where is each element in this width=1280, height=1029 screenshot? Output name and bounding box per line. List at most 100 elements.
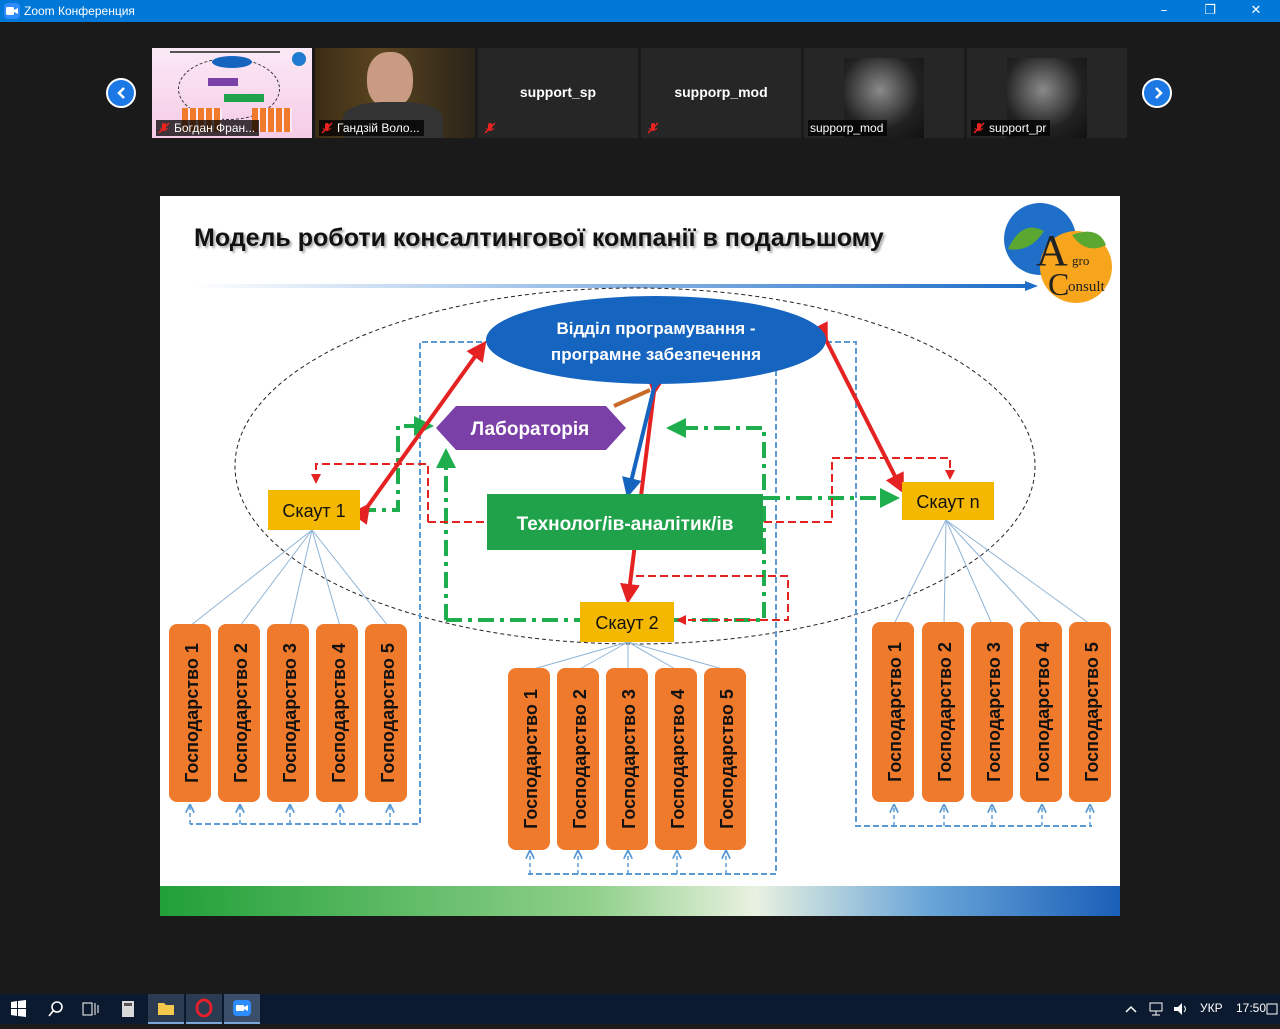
participant-tile[interactable]: support_pr — [967, 48, 1127, 138]
muted-mic-icon — [321, 122, 333, 134]
volume-icon[interactable] — [1172, 1001, 1190, 1017]
keyboard-language-indicator[interactable]: УКР — [1200, 1001, 1223, 1015]
participant-tile[interactable]: support_sp — [478, 48, 638, 138]
farm-node — [655, 668, 697, 850]
title-underline — [190, 281, 1038, 291]
svg-text:Господарство 4: Господарство 4 — [329, 643, 349, 783]
search-button[interactable] — [38, 994, 74, 1024]
participant-tile[interactable]: supporp_mod — [804, 48, 964, 138]
svg-text:Господарство 2: Господарство 2 — [570, 689, 590, 829]
svg-text:Відділ програмування -: Відділ програмування - — [556, 319, 755, 338]
workflow-diagram: Відділ програмування - програмне забезпе… — [160, 287, 1120, 916]
svg-text:C: C — [1048, 266, 1069, 302]
opera-icon — [195, 998, 213, 1018]
maximize-button[interactable]: ❐ — [1204, 3, 1216, 18]
calculator-button[interactable] — [110, 994, 146, 1024]
participant-name-label: support_pr — [971, 120, 1051, 136]
window-titlebar: Zoom Конференция – ❐ ✕ — [0, 0, 1280, 22]
scout-2-node — [580, 602, 674, 642]
opera-browser-button[interactable] — [186, 994, 222, 1024]
slide-title: Модель роботи консалтингової компанії в … — [194, 224, 884, 252]
svg-text:Господарство 4: Господарство 4 — [1033, 642, 1053, 782]
shared-slide: Модель роботи консалтингової компанії в … — [160, 196, 1120, 916]
farm-node — [872, 622, 914, 802]
svg-text:Господарство 3: Господарство 3 — [619, 689, 639, 829]
previous-page-button[interactable] — [106, 78, 136, 108]
farm-node — [267, 624, 309, 802]
farm-node — [557, 668, 599, 850]
participant-name-label: supporp_mod — [808, 120, 888, 136]
close-button[interactable]: ✕ — [1250, 3, 1262, 18]
network-icon[interactable] — [1148, 1001, 1166, 1017]
next-page-button[interactable] — [1142, 78, 1172, 108]
svg-text:Господарство 3: Господарство 3 — [984, 642, 1004, 782]
svg-text:Господарство 2: Господарство 2 — [935, 642, 955, 782]
farm-node — [606, 668, 648, 850]
folder-icon — [158, 1003, 174, 1015]
chevron-up-icon[interactable] — [1124, 1002, 1138, 1016]
scout-n-node — [902, 482, 994, 520]
svg-text:Господарство 3: Господарство 3 — [280, 643, 300, 783]
farm-node — [169, 624, 211, 802]
svg-text:Господарство 1: Господарство 1 — [182, 643, 202, 783]
meeting-bottom-area — [0, 916, 1280, 994]
participant-mute-indicator — [482, 120, 504, 136]
clock[interactable]: 17:50 — [1236, 1001, 1267, 1015]
farms-right-group: Господарство 1 Господарство 2 Господарст… — [872, 622, 1111, 802]
svg-text:Господарство 5: Господарство 5 — [378, 643, 398, 783]
svg-text:Скаут 2: Скаут 2 — [595, 613, 658, 633]
participant-tile[interactable]: Богдан Фран... — [152, 48, 312, 138]
svg-text:onsult: onsult — [1068, 279, 1106, 295]
muted-mic-icon — [973, 122, 985, 134]
zoom-taskbar-button[interactable] — [224, 994, 260, 1024]
participant-name-label: Богдан Фран... — [156, 120, 260, 136]
farm-node — [922, 622, 964, 802]
farm-node — [365, 624, 407, 802]
muted-mic-icon — [484, 122, 496, 134]
programming-department-node — [486, 296, 826, 384]
svg-text:Господарство 2: Господарство 2 — [231, 643, 251, 783]
svg-text:gro: gro — [1072, 253, 1089, 268]
search-icon — [48, 1001, 63, 1017]
task-view-icon — [82, 1002, 99, 1016]
chevron-left-icon — [117, 87, 125, 99]
zoom-app-icon — [4, 3, 20, 19]
svg-text:Господарство 5: Господарство 5 — [1082, 642, 1102, 782]
participant-tile[interactable]: Гандзій Воло... — [315, 48, 475, 138]
zoom-icon — [233, 1000, 251, 1016]
muted-mic-icon — [647, 122, 659, 134]
task-view-button[interactable] — [72, 994, 108, 1024]
farm-node — [316, 624, 358, 802]
svg-text:Технолог/ів-аналітик/ів: Технолог/ів-аналітик/ів — [517, 514, 734, 535]
svg-text:Скаут 1: Скаут 1 — [282, 501, 345, 521]
svg-text:програмне забезпечення: програмне забезпечення — [551, 345, 761, 364]
participant-center-name: support_sp — [519, 84, 597, 100]
svg-text:Господарство 1: Господарство 1 — [521, 689, 541, 829]
farm-node — [704, 668, 746, 850]
farm-node — [1069, 622, 1111, 802]
svg-text:Скаут n: Скаут n — [916, 492, 979, 512]
farm-node — [508, 668, 550, 850]
chevron-right-icon — [1155, 87, 1163, 99]
laboratory-node — [436, 406, 626, 450]
participant-center-name: supporp_mod — [674, 84, 768, 100]
svg-text:A: A — [1036, 226, 1068, 275]
notification-icon[interactable] — [1266, 1002, 1278, 1016]
window-title: Zoom Конференция — [24, 4, 135, 18]
scout-1-node — [268, 490, 360, 530]
windows-start-button[interactable] — [0, 994, 36, 1024]
participant-name-label: Гандзій Воло... — [319, 120, 424, 136]
farm-node — [971, 622, 1013, 802]
minimize-button[interactable]: – — [1160, 3, 1168, 18]
participant-tile[interactable]: supporp_mod — [641, 48, 801, 138]
farm-node — [218, 624, 260, 802]
svg-text:Господарство 4: Господарство 4 — [668, 689, 688, 829]
farm-node — [1020, 622, 1062, 802]
file-explorer-button[interactable] — [148, 994, 184, 1024]
windows-taskbar: УКР 17:50 — [0, 994, 1280, 1024]
participant-strip: Богдан Фран... Гандзій Воло... support_s… — [0, 22, 1280, 195]
participant-mute-indicator — [645, 120, 667, 136]
farms-left-group: Господарство 1 Господарство 2 Господарст… — [169, 624, 407, 802]
svg-text:Господарство 1: Господарство 1 — [885, 642, 905, 782]
muted-mic-icon — [158, 122, 170, 134]
